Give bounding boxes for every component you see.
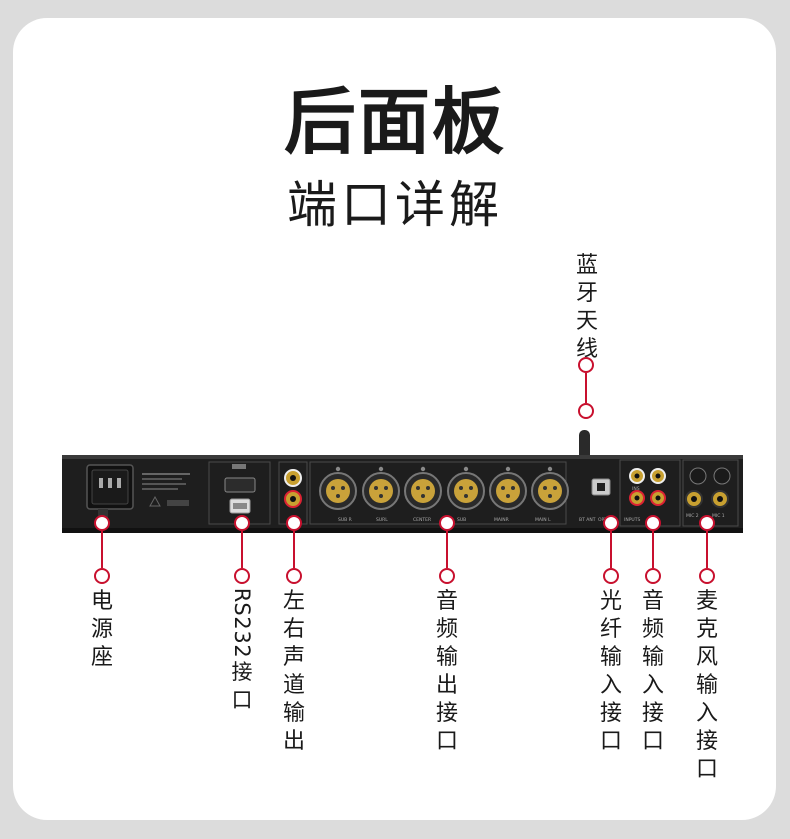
- xlr-label: MAIN L: [535, 517, 551, 523]
- mic-logo-1: [689, 467, 707, 485]
- bt-ant-label: BT ANT: [579, 517, 596, 523]
- xlr-label: CENTER: [413, 517, 431, 523]
- mic1-label: MIC 1: [712, 513, 725, 519]
- xlr-output-group: [319, 466, 569, 510]
- label-audio-out: 音频输出接口: [435, 589, 458, 754]
- mic-logo-2: [713, 467, 731, 485]
- product-card: [13, 18, 776, 820]
- inputs-label: INPUTS: [624, 517, 640, 523]
- xlr-label: SURL: [376, 517, 388, 523]
- page-title: 后面板: [283, 80, 506, 164]
- label-mic-in: 麦克风输入接口: [695, 589, 718, 782]
- page-subtitle: 端口详解: [287, 176, 503, 234]
- usb-port: [224, 477, 256, 493]
- label-power: 电源座: [90, 589, 113, 670]
- xlr-label: MAINR: [494, 517, 509, 523]
- label-audio-in: 音频输入接口: [641, 589, 664, 754]
- xlr-label: SUB: [457, 517, 466, 523]
- xlr-label: SUB R: [338, 517, 352, 523]
- label-lr-out: 左右声道输出: [282, 589, 305, 754]
- mic2-label: MIC 2: [686, 513, 699, 519]
- label-optical: 光纤输入接口: [599, 589, 622, 754]
- label-bluetooth-antenna: 蓝牙天线: [575, 253, 598, 362]
- ins-label: INS: [632, 486, 640, 492]
